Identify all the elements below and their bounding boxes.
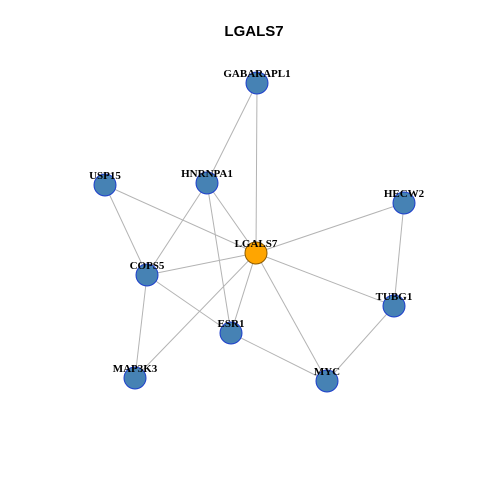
node-circle-hecw2 — [392, 191, 416, 215]
node-label-lgals7: LGALS7 — [235, 238, 278, 250]
edges-layer — [104, 82, 405, 382]
edge-lgals7-tubg1 — [255, 252, 395, 307]
node-label-hnrnpa1: HNRNPA1 — [181, 168, 233, 180]
node-cops5: COPS5 — [130, 260, 165, 287]
edge-tubg1-myc — [326, 305, 395, 382]
edge-gabarapl1-lgals7 — [255, 82, 258, 254]
node-circle-gabarapl1 — [245, 71, 269, 95]
edge-hnrnpa1-lgals7 — [206, 182, 257, 254]
edge-lgals7-cops5 — [146, 252, 257, 276]
node-label-gabarapl1: GABARAPL1 — [223, 68, 290, 80]
node-lgals7: LGALS7 — [235, 238, 278, 265]
node-circle-usp15 — [93, 173, 117, 197]
node-circle-myc — [315, 369, 339, 393]
edge-gabarapl1-hnrnpa1 — [206, 82, 258, 184]
node-usp15: USP15 — [89, 170, 121, 197]
node-hecw2: HECW2 — [384, 188, 425, 215]
node-tubg1: TUBG1 — [376, 291, 413, 318]
node-circle-lgals7 — [244, 241, 268, 265]
node-label-cops5: COPS5 — [130, 260, 165, 272]
edge-lgals7-myc — [255, 252, 328, 382]
edge-hecw2-tubg1 — [393, 202, 405, 307]
node-label-myc: MYC — [314, 366, 340, 378]
node-myc: MYC — [314, 366, 340, 393]
node-label-tubg1: TUBG1 — [376, 291, 413, 303]
edge-hnrnpa1-cops5 — [146, 182, 208, 276]
graph-title: LGALS7 — [224, 23, 283, 40]
node-label-usp15: USP15 — [89, 170, 121, 182]
node-circle-esr1 — [219, 321, 243, 345]
edge-esr1-myc — [230, 332, 328, 382]
node-gabarapl1: GABARAPL1 — [223, 68, 291, 95]
node-circle-hnrnpa1 — [195, 171, 219, 195]
node-label-esr1: ESR1 — [218, 318, 245, 330]
node-circle-tubg1 — [382, 294, 406, 318]
node-label-map3k3: MAP3K3 — [113, 363, 158, 375]
edge-cops5-map3k3 — [134, 274, 148, 379]
node-circle-cops5 — [135, 263, 159, 287]
edge-usp15-lgals7 — [104, 184, 257, 254]
edge-hecw2-lgals7 — [255, 202, 405, 254]
node-hnrnpa1: HNRNPA1 — [181, 168, 233, 195]
edge-cops5-esr1 — [146, 274, 232, 334]
node-circle-map3k3 — [123, 366, 147, 390]
edge-usp15-cops5 — [104, 184, 148, 276]
edge-hnrnpa1-esr1 — [206, 182, 232, 334]
node-esr1: ESR1 — [218, 318, 245, 345]
edge-lgals7-esr1 — [230, 252, 257, 334]
node-label-hecw2: HECW2 — [384, 188, 425, 200]
edge-lgals7-map3k3 — [134, 252, 257, 379]
node-map3k3: MAP3K3 — [113, 363, 158, 390]
